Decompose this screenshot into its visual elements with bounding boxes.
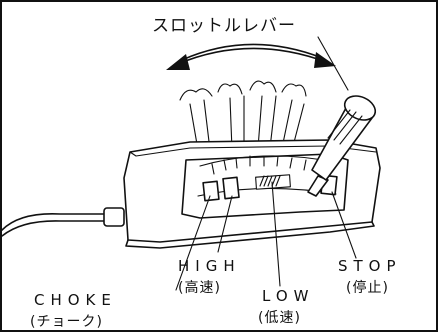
choke-slot bbox=[202, 180, 220, 202]
lever-motion-ghosts bbox=[179, 80, 307, 151]
lever-motion-arrow-icon bbox=[166, 43, 336, 70]
stop-label: STOP bbox=[338, 257, 402, 275]
choke-label: CHOKE bbox=[34, 291, 117, 309]
low-ja-label: (低速) bbox=[258, 310, 301, 326]
control-cable bbox=[1, 213, 105, 231]
cable-connector bbox=[103, 207, 125, 227]
throttle-lever-leader-line bbox=[317, 36, 349, 91]
high-label: HIGH bbox=[178, 257, 241, 275]
low-label: LOW bbox=[262, 287, 314, 305]
low-detent bbox=[255, 174, 291, 190]
stop-leader-line bbox=[331, 191, 357, 259]
high-ja-label: (高速) bbox=[178, 279, 221, 296]
choke-leader-line bbox=[175, 195, 211, 291]
high-slot bbox=[222, 176, 240, 200]
low-leader-line bbox=[271, 181, 281, 287]
stop-ja-label: (停止) bbox=[346, 279, 389, 296]
throttle-lever-label: スロットルレバー bbox=[152, 16, 296, 36]
high-leader-line bbox=[217, 195, 233, 253]
throttle-lever[interactable] bbox=[307, 91, 379, 197]
choke-ja-label: (チョーク) bbox=[30, 314, 103, 330]
